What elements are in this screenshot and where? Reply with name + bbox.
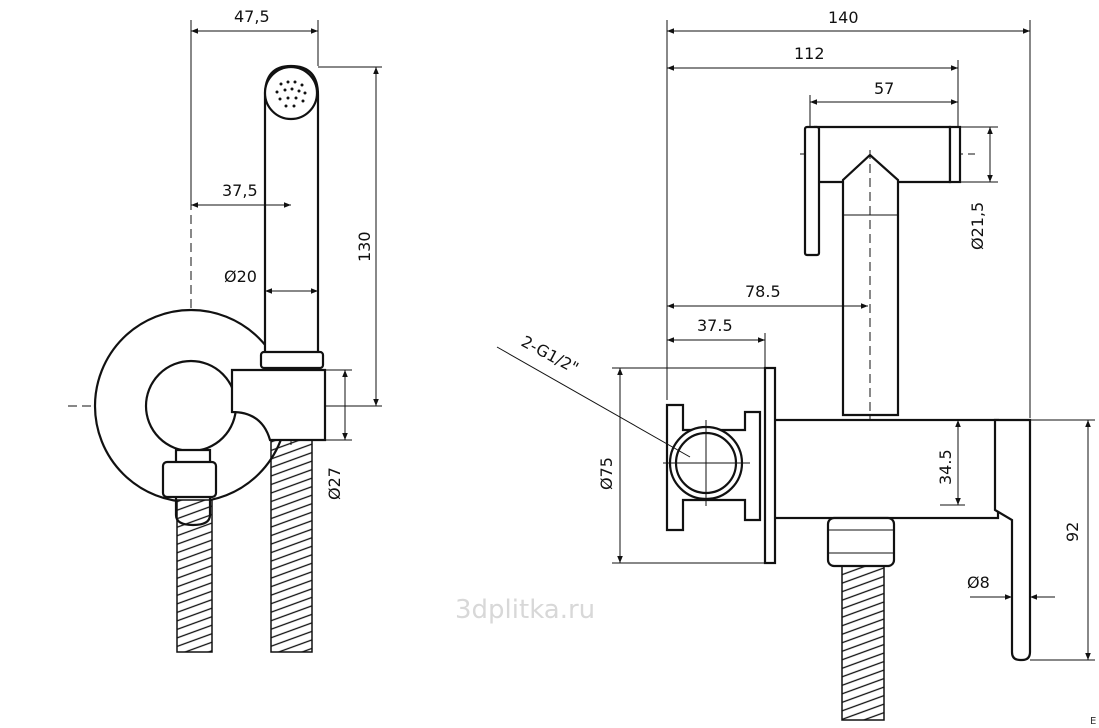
wall-plate-side: [763, 366, 777, 565]
lever: [161, 460, 218, 499]
dim-92: 92: [1063, 522, 1082, 542]
lever-side: [993, 418, 1032, 662]
dim-37-5-right: 37.5: [697, 316, 733, 335]
hose-right: [270, 439, 313, 653]
corner-mark: E: [1090, 716, 1096, 727]
dim-140: 140: [828, 8, 859, 27]
left-view: 47,5 37,5 Ø20 130 Ø27: [68, 7, 382, 653]
dim-d27: Ø27: [325, 467, 344, 500]
dim-78-5: 78.5: [745, 282, 781, 301]
nut: [826, 516, 896, 568]
right-view: 140 112 57 Ø21,5 78.5 37.5 Ø75 34.5 92 Ø…: [496, 8, 1095, 721]
dim-d75: Ø75: [597, 457, 616, 490]
dim-d21-5: Ø21,5: [968, 202, 987, 250]
hose-holder: [230, 368, 327, 442]
hose-left: [176, 499, 213, 653]
valve-body: [768, 418, 1000, 520]
dim-37-5: 37,5: [222, 181, 258, 200]
watermark: 3dplitka.ru: [455, 595, 595, 625]
label-connection: 2-G1/2": [518, 332, 582, 378]
dim-57: 57: [874, 79, 894, 98]
dim-130: 130: [355, 231, 374, 262]
dim-d20: Ø20: [224, 267, 257, 286]
dim-112: 112: [794, 44, 825, 63]
dim-34-5: 34.5: [936, 449, 955, 485]
dim-47-5: 47,5: [234, 7, 270, 26]
dim-d8: Ø8: [967, 573, 990, 592]
hose: [841, 564, 885, 721]
